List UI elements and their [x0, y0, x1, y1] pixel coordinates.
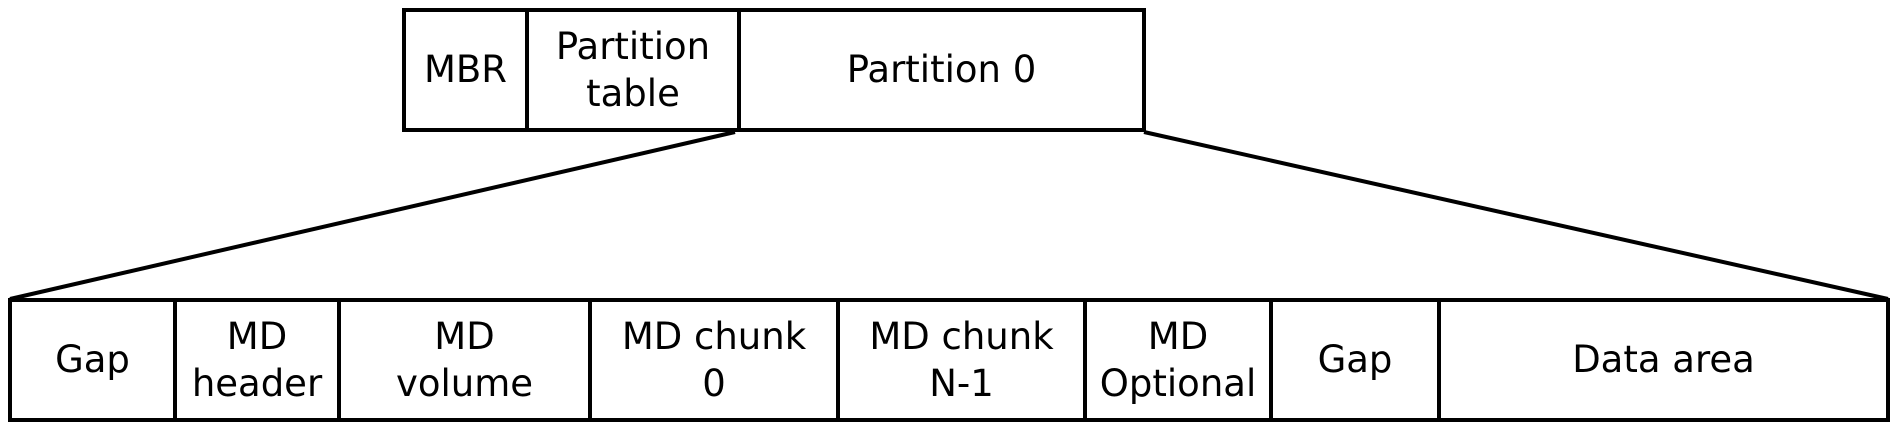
- box-md-optional: MD Optional: [1083, 302, 1269, 418]
- box-partition-table: Partition table: [525, 12, 737, 128]
- box-md-chunk-n-1: MD chunk N-1: [836, 302, 1083, 418]
- box-gap-left: Gap: [55, 338, 130, 382]
- box-data-area: Data area: [1437, 302, 1886, 418]
- box-md-chunk-0: MD chunk 0: [588, 302, 836, 418]
- expansion-line-left: [9, 130, 736, 301]
- box-partition-0: Partition 0: [737, 12, 1142, 128]
- disk-row: MBR Partition table Partition 0: [402, 8, 1146, 132]
- partition-contents-row: Gap MD header MD volume MD chunk 0 MD ch…: [8, 298, 1890, 422]
- box-mbr: MBR: [423, 48, 507, 92]
- box-gap-right: Gap: [1269, 302, 1437, 418]
- box-md-volume: MD volume: [337, 302, 588, 418]
- box-md-header: MD header: [173, 302, 337, 418]
- expansion-line-right: [1143, 130, 1889, 301]
